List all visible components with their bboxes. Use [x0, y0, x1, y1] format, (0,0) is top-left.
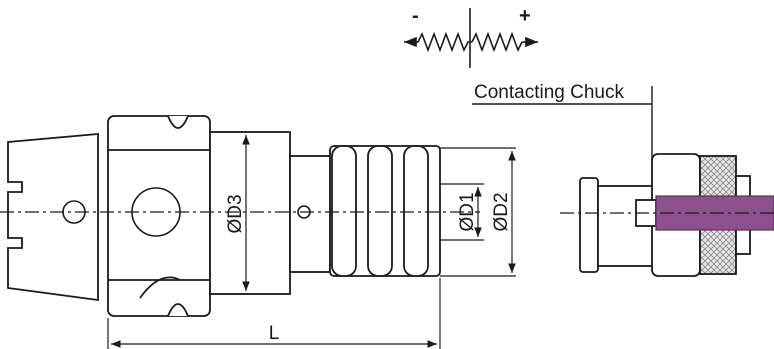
- hsk-shank: [7, 133, 99, 302]
- sleeve-ring-1: [331, 145, 357, 277]
- minus-label: -: [412, 5, 419, 27]
- length-label: L: [269, 323, 280, 344]
- v-groove-top: [167, 115, 189, 129]
- drive-slot: [139, 276, 181, 299]
- compensation-symbol: [404, 8, 538, 68]
- contacting-chuck-label: Contacting Chuck: [474, 82, 624, 103]
- d2-label: ØD2: [491, 192, 512, 231]
- chuck-collar: [579, 177, 599, 273]
- plus-label: +: [519, 5, 531, 27]
- tension-spring-icon: [471, 31, 523, 53]
- v-groove-bottom: [167, 303, 189, 317]
- chuck-leader: [472, 86, 653, 160]
- d1-label: ØD1: [457, 192, 478, 231]
- compression-spring-icon: [417, 31, 472, 53]
- body-neck: [209, 131, 291, 295]
- sleeve-ring-3: [403, 145, 429, 277]
- d3-label: ØD3: [225, 194, 246, 233]
- sleeve-ring-2: [367, 145, 393, 277]
